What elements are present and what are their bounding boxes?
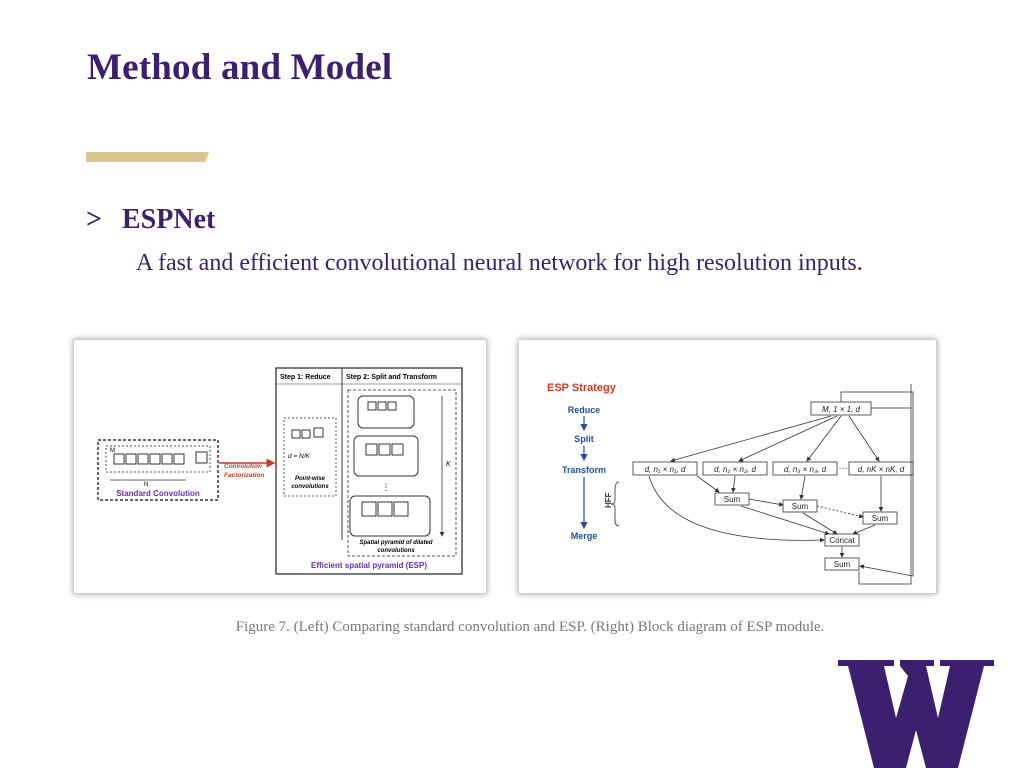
title-accent-bar [86, 152, 209, 162]
formula: d = N/K [288, 453, 311, 460]
factorization-label-2: Factorization [224, 472, 264, 479]
step1-label: Step 1: Reduce [280, 374, 331, 381]
factorization-label-1: Convolution [224, 463, 262, 470]
esp-block-diagram: ESP Strategy Reduce Split Transform Merg… [547, 382, 914, 585]
node-branch-3: d, n₃ × n₃, d [784, 465, 827, 474]
bullet-chevron-icon: > [86, 204, 102, 235]
step2-label: Step 2: Split and Transform [346, 374, 437, 381]
esp-strategy-title: ESP Strategy [547, 382, 617, 394]
node-sum-1: Sum [724, 495, 741, 504]
figure-caption: Figure 7. (Left) Comparing standard conv… [235, 619, 825, 635]
uw-w-logo-icon [838, 660, 994, 768]
step-reduce: Reduce [568, 405, 601, 415]
esp-block: Step 1: Reduce Step 2: Split and Transfo… [275, 367, 463, 575]
esp-comparison-diagram: M N Standard Convolution Convolution Fac… [97, 367, 463, 575]
standard-convolution-label: Standard Convolution [116, 489, 200, 498]
node-sum-2: Sum [792, 502, 809, 511]
bullet-esp-net: > ESPNet [86, 204, 215, 236]
svg-text:⋮: ⋮ [382, 482, 391, 492]
step-merge: Merge [571, 531, 598, 541]
pyramid-label-1: Spatial pyramid of dilated [359, 540, 432, 546]
sym-m: M [110, 448, 115, 454]
pointwise-label-2: convolutions [291, 484, 329, 490]
figure-right-esp-block-diagram: ESP Strategy Reduce Split Transform Merg… [518, 339, 937, 594]
bullet-heading: ESPNet [122, 204, 216, 235]
step-split: Split [574, 434, 594, 444]
branch-dots: ··· [839, 463, 848, 473]
node-sum-3: Sum [872, 514, 889, 523]
node-concat: Concat [829, 536, 855, 545]
node-branch-k: d, nK × nK, d [858, 465, 905, 474]
node-reduce: M, 1 × 1, d [822, 405, 861, 414]
k-label: K [446, 461, 451, 468]
sym-n: N [144, 482, 148, 488]
node-branch-1: d, n₁ × n₁, d [645, 465, 686, 474]
esp-label: Efficient spatial pyramid (ESP) [311, 561, 427, 570]
slide-title: Method and Model [87, 47, 393, 88]
node-branch-2: d, n₂ × n₂, d [714, 465, 756, 474]
hff-label: HFF [604, 492, 613, 508]
pointwise-label-1: Point-wise [295, 476, 326, 482]
standard-convolution-block: M N Standard Convolution [97, 439, 219, 501]
bullet-subtitle: A fast and efficient convolutional neura… [136, 250, 863, 276]
node-final-sum: Sum [834, 560, 851, 569]
step-transform: Transform [562, 465, 606, 475]
figure-left-esp-comparison: M N Standard Convolution Convolution Fac… [73, 339, 487, 594]
pyramid-label-2: convolutions [377, 548, 415, 554]
